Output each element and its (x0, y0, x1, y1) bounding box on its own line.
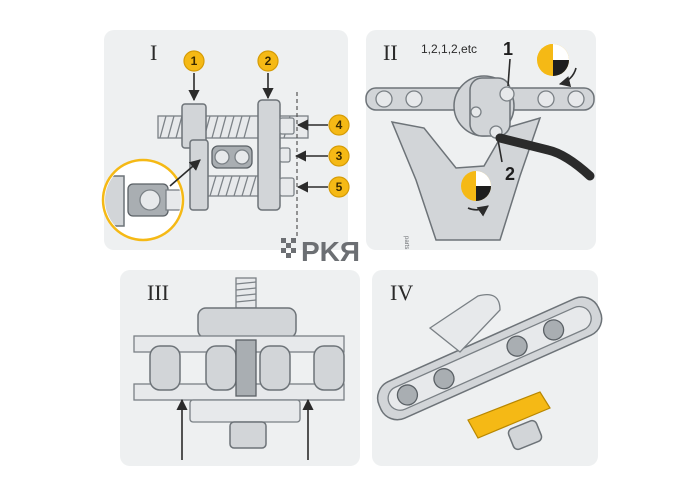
panel-2: II 1,2,1,2,etc 1 2 (365, 30, 596, 250)
step-2-label: 2 (505, 164, 515, 184)
badge-4: 4 (328, 114, 350, 136)
panel-1: I (101, 30, 350, 250)
zoom-rod (165, 189, 181, 211)
badge-5: 5 (328, 176, 350, 198)
panel-2-numeral: II (383, 40, 398, 65)
zoom-pointer-arrow (169, 159, 201, 187)
rotation-clockwise-icon (537, 44, 577, 87)
step-2-leader (497, 139, 503, 163)
left-plate (189, 139, 209, 211)
allen-key (495, 133, 595, 181)
panel-1-numeral: I (150, 40, 157, 65)
rotation-counterclockwise-icon (461, 171, 491, 217)
bottom-block (189, 399, 301, 423)
badge-3-label: 3 (336, 149, 343, 163)
badge-4-label: 4 (336, 118, 343, 132)
panel-4-chain (376, 296, 603, 421)
press-pin (279, 147, 291, 163)
chain-roller (214, 149, 230, 165)
bottom-bolt (229, 421, 267, 449)
badge-5-label: 5 (336, 180, 343, 194)
tool-cap (197, 307, 297, 339)
press-screw (235, 339, 257, 397)
pkr-logo: PKЯ parts (281, 236, 409, 267)
bolt-1 (499, 86, 515, 102)
panel-4: IV (372, 270, 603, 466)
chain-roller (234, 149, 250, 165)
checker-flag-icon (281, 238, 296, 258)
step-1-label: 1 (503, 39, 513, 59)
top-bolt-head (279, 117, 295, 135)
badge-2: 2 (257, 50, 279, 72)
step-1-leader (507, 58, 511, 87)
bottom-bolt-head (279, 177, 295, 197)
yellow-link-plate (467, 391, 551, 439)
zoom-pin (139, 189, 161, 211)
zoom-detail (105, 175, 181, 227)
badge-1: 1 (183, 50, 205, 72)
tool-body (257, 99, 281, 211)
badge-2-label: 2 (265, 54, 272, 68)
logo-text: PKЯ (301, 236, 360, 267)
plate-bolt (507, 419, 543, 451)
panel-3: III (120, 270, 360, 466)
chain-rollers (149, 345, 345, 391)
panel-4-numeral: IV (390, 280, 413, 305)
logo-side-text: parts (403, 236, 409, 249)
sequence-label: 1,2,1,2,etc (421, 42, 477, 56)
badge-3: 3 (328, 145, 350, 167)
center-pin (470, 106, 482, 118)
badge-1-label: 1 (191, 54, 198, 68)
panel-3-numeral: III (147, 280, 169, 305)
top-bolt-threads (235, 281, 257, 303)
press-plate (428, 293, 501, 353)
